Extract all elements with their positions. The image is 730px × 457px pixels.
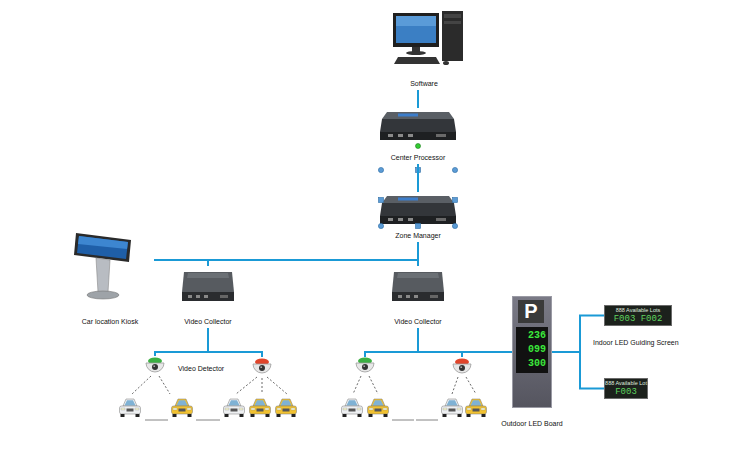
illustration-part <box>353 376 361 394</box>
illustration-part <box>77 236 128 259</box>
illustration-part <box>368 399 389 417</box>
illustration-part <box>466 377 476 394</box>
device-caption: Software <box>409 79 439 88</box>
led-count: 300 <box>516 357 548 371</box>
screen-heading: 888 Available Lots <box>616 307 661 314</box>
computer-icon <box>393 11 463 65</box>
illustration-part <box>378 223 383 228</box>
illustration-part <box>250 399 271 417</box>
illustration-part <box>365 352 418 357</box>
detector-dome <box>253 359 271 374</box>
illustration-part <box>172 399 193 417</box>
kiosk-icon <box>74 233 131 299</box>
detector-dome <box>146 358 164 373</box>
device-caption: Video Detector <box>177 364 225 373</box>
illustration-part <box>236 377 257 394</box>
connector-line <box>418 328 512 352</box>
indoor-led-screen: 888 Available LotF003 <box>604 378 648 399</box>
illustration-part <box>342 399 363 417</box>
center-processor-node: Center Processor <box>376 108 460 164</box>
illustration-part <box>120 399 141 417</box>
illustration-part <box>466 399 487 417</box>
illustration-part <box>378 167 383 172</box>
screen-heading: 888 Available Lot <box>605 380 647 387</box>
illustration-part <box>132 376 151 394</box>
illustration-part <box>262 378 263 394</box>
illustration-part <box>452 377 458 394</box>
illustration-part <box>87 291 119 299</box>
video-collector-node: Video Collector <box>376 266 460 328</box>
illustration-part <box>442 399 463 417</box>
selection-handles <box>378 144 457 229</box>
illustration-part <box>392 420 414 421</box>
illustration-part <box>416 420 438 421</box>
video-collector-node: Video Collector <box>166 266 250 328</box>
illustration-part <box>406 51 426 55</box>
illustration-part <box>396 16 436 26</box>
device-caption: Video Collector <box>183 317 232 326</box>
indoor-led-screen: 888 Available LotsF003 F002 <box>604 305 672 326</box>
device-caption: Center Processor <box>390 153 446 162</box>
connector-line <box>552 352 604 389</box>
illustration-part <box>444 14 461 18</box>
connector-line <box>208 242 418 266</box>
led-digit-panel: 236099300 <box>516 327 548 373</box>
connector-line <box>417 164 419 192</box>
detector-dome <box>356 358 374 373</box>
parking-sign-letter: P <box>518 300 544 323</box>
illustration-part <box>443 61 449 65</box>
illustration-part <box>276 399 297 417</box>
device-caption: Car location Kiosk <box>81 317 139 326</box>
illustration-part <box>393 13 439 47</box>
illustration-part <box>442 11 463 61</box>
illustration-part <box>396 16 436 43</box>
device-caption: Video Collector <box>393 317 442 326</box>
center-processor-icon <box>380 112 456 140</box>
led-count: 099 <box>516 343 548 357</box>
software-node: Software <box>380 8 468 90</box>
connector-line <box>417 242 419 266</box>
zone-manager-icon <box>380 196 456 224</box>
led-count: 236 <box>516 329 548 343</box>
parked-cars <box>120 399 487 417</box>
connector-line <box>155 328 208 356</box>
illustration-part <box>444 21 461 24</box>
illustration-part <box>145 420 168 421</box>
bay-lines <box>145 420 438 421</box>
illustration-part <box>379 198 384 203</box>
screen-lot-code: F003 F002 <box>614 314 663 324</box>
kiosk-node: Car location Kiosk <box>66 228 154 328</box>
illustration-part <box>196 420 220 421</box>
connector-line <box>154 242 418 260</box>
illustration-part <box>416 224 421 229</box>
collector-icon <box>182 272 234 301</box>
illustration-part <box>452 223 457 228</box>
group-label: Indoor LED Guiding Screen <box>592 338 680 347</box>
illustration-part <box>394 57 440 64</box>
illustration-part <box>369 376 378 394</box>
detection-rays <box>132 376 476 394</box>
illustration-part <box>96 258 110 292</box>
outdoor-led-board: POutdoor LED Board236099300 <box>512 296 552 408</box>
video-detector-node: Video Detector <box>143 356 235 382</box>
illustration-part <box>159 376 170 394</box>
illustration-part <box>267 377 287 394</box>
zone-manager-node: Zone Manager <box>376 192 460 242</box>
illustration-part <box>452 167 457 172</box>
connector-line <box>417 90 419 108</box>
device-caption: Zone Manager <box>394 231 442 240</box>
illustration-part <box>78 236 128 249</box>
illustration-part <box>208 352 262 357</box>
illustration-part <box>453 198 458 203</box>
illustration-part <box>74 233 131 262</box>
detector-dome <box>453 359 471 374</box>
illustration-part <box>224 399 245 417</box>
collector-icon <box>392 272 444 301</box>
illustration-part <box>416 144 421 149</box>
screen-lot-code: F003 <box>615 387 637 397</box>
device-caption: Outdoor LED Board <box>500 419 563 428</box>
